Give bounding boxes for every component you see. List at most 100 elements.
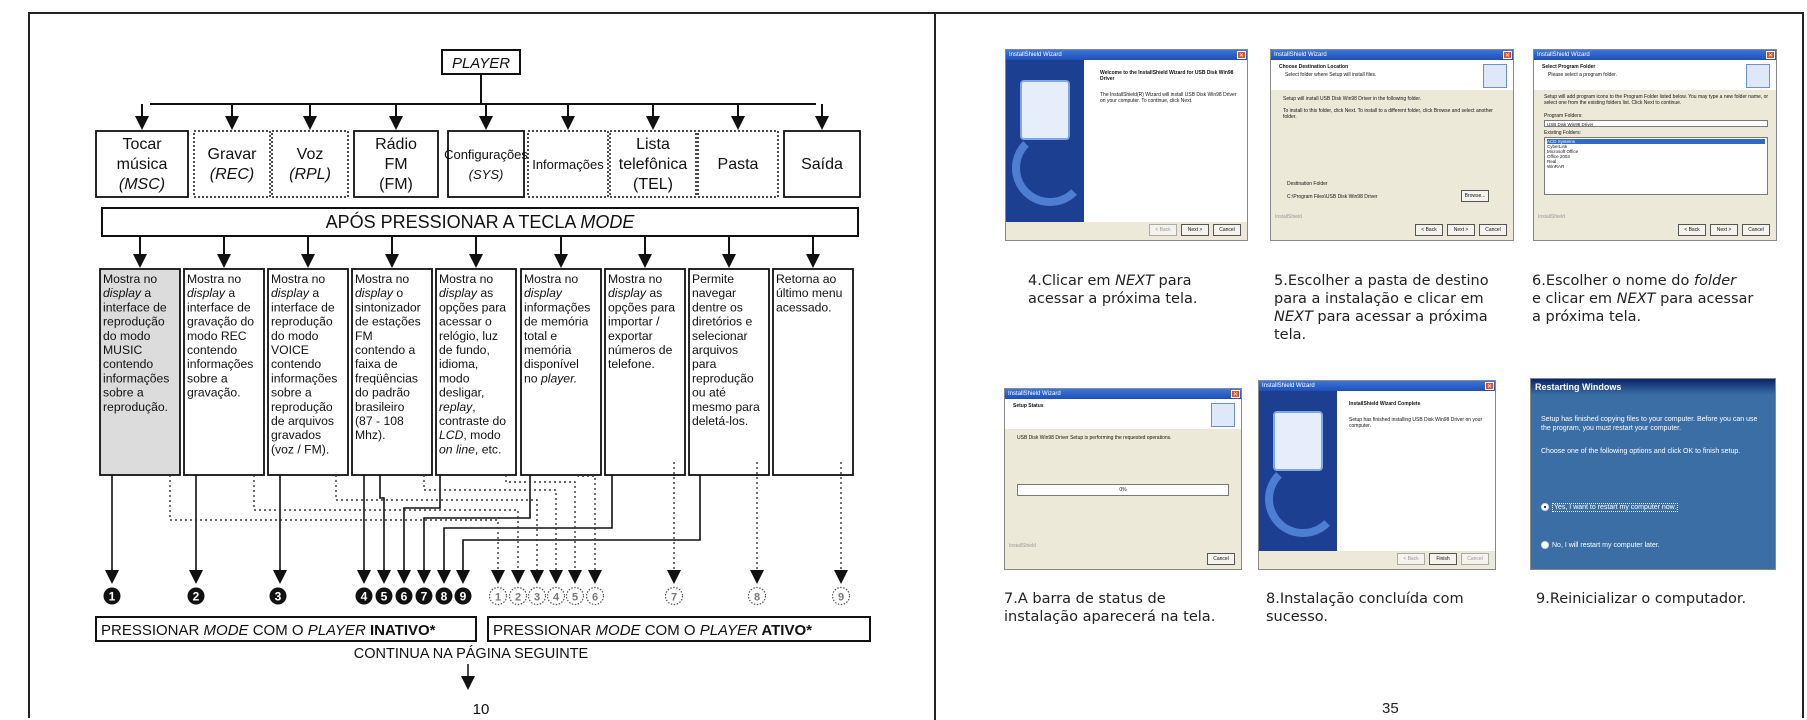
description-line: freqüências	[355, 371, 418, 385]
back-button[interactable]: < Back	[1678, 224, 1706, 236]
finish-button[interactable]: Finish	[1429, 553, 1457, 565]
description-line: de estações	[355, 315, 421, 329]
description-box	[520, 268, 602, 476]
install-progress-bar: 0%	[1017, 484, 1229, 496]
back-button[interactable]: < Back	[1415, 224, 1443, 236]
marker-solid	[415, 587, 433, 605]
description-line: Mhz).	[355, 428, 385, 442]
description-line: display as	[439, 286, 493, 300]
description-text: as	[646, 286, 662, 300]
description-text: modo REC	[187, 329, 247, 343]
marker-dotted	[488, 586, 508, 606]
back-button[interactable]: < Back	[1149, 224, 1177, 236]
description-text: Permite	[692, 272, 734, 286]
back-button[interactable]: < Back	[1397, 553, 1425, 565]
description-line: reprodução	[271, 400, 333, 414]
restart-later-option[interactable]: No, I will restart my computer later.	[1541, 541, 1765, 550]
cancel-button[interactable]: Cancel	[1207, 553, 1235, 565]
caption-text: 9.Reinicializar o computador.	[1536, 591, 1747, 607]
caption-text: 5.Escolher a pasta de destino	[1274, 273, 1489, 289]
description-text: informações	[103, 371, 169, 385]
marker-solid	[375, 587, 393, 605]
description-line: interface de	[271, 300, 335, 314]
banner-prefix: APÓS PRESSIONAR A TECLA	[326, 211, 581, 232]
radio-selected-icon[interactable]	[1541, 503, 1549, 512]
description-line: selecionar	[692, 329, 748, 343]
description-text: Mostra no	[103, 272, 157, 286]
marker-number: 1	[109, 590, 116, 604]
existing-folders-list[interactable]: ACD Systems CyberLink Microsoft Office O…	[1544, 137, 1768, 195]
menu-item-label: telefônica	[619, 156, 688, 173]
description-text: relógio, luz	[439, 329, 498, 343]
list-item[interactable]: CyberLink	[1547, 144, 1568, 149]
description-text: contendo	[103, 357, 153, 371]
browse-button[interactable]: Browse...	[1461, 190, 1489, 202]
marker-number: 3	[534, 592, 540, 604]
list-item[interactable]: Real	[1547, 159, 1557, 164]
description-text: deletá-los.	[692, 414, 748, 428]
player-label: PLAYER	[452, 55, 510, 72]
caption-step-8: 8.Instalação concluída com sucesso.	[1266, 590, 1464, 626]
marker-number: 3	[275, 590, 282, 604]
flow-line	[379, 475, 385, 570]
description-text: dentre os	[692, 300, 743, 314]
marker-number: 4	[361, 590, 368, 604]
flow-line-dotted	[169, 475, 499, 570]
caption-emphasis: NEXT	[1115, 273, 1154, 289]
menu-item-label: (RPL)	[289, 166, 331, 183]
menu-item-box	[353, 130, 439, 198]
list-item[interactable]: Microsoft Office	[1547, 149, 1579, 154]
list-item[interactable]: WinRAR	[1547, 164, 1565, 169]
description-line: relógio, luz	[439, 329, 498, 343]
mode-box-text: INATIVO*	[366, 622, 436, 639]
wizard-body-text: Setup will add program icons to the Prog…	[1544, 94, 1769, 106]
description-text: do modo	[271, 329, 319, 343]
next-button[interactable]: Next >	[1710, 224, 1738, 236]
list-item[interactable]: Office 2003	[1547, 154, 1570, 159]
description-line: Mostra no	[187, 272, 241, 286]
description-text: FM	[355, 329, 373, 343]
marker-number: 6	[592, 592, 598, 604]
marker-solid	[355, 587, 373, 605]
cancel-button[interactable]: Cancel	[1479, 224, 1507, 236]
program-folder-input[interactable]: USB Disk Win98 Driver	[1544, 120, 1768, 127]
screenshot-complete: InstallShield Wizard ✕ InstallShield Wiz…	[1258, 380, 1496, 570]
arrow-down-icon	[568, 570, 582, 584]
caption-emphasis: NEXT	[1274, 309, 1313, 325]
cancel-button[interactable]: Cancel	[1461, 553, 1489, 565]
arrow-down-icon	[815, 116, 829, 130]
wizard-body-text: The InstallShield(R) Wizard will install…	[1100, 92, 1237, 104]
description-text: selecionar	[692, 329, 748, 343]
inactive-mode-box-text: PRESSIONAR MODE COM O PLAYER INATIVO*	[101, 622, 436, 639]
description-text: de arquivos	[271, 414, 334, 428]
description-text: display	[187, 286, 226, 300]
close-icon: ✕	[1231, 390, 1240, 398]
radio-unselected-icon[interactable]	[1541, 541, 1549, 550]
description-text: importar /	[608, 315, 660, 329]
description-line: acessado.	[776, 300, 832, 314]
description-line: Retorna ao	[776, 272, 837, 286]
description-text: brasileiro	[355, 400, 405, 414]
wizard-header: Select Program Folder Please select a pr…	[1534, 60, 1776, 91]
description-line: contraste do	[439, 414, 506, 428]
cancel-button[interactable]: Cancel	[1213, 224, 1241, 236]
window-title: InstallShield Wizard	[1534, 50, 1776, 60]
description-text: reprodução	[271, 400, 333, 414]
wizard-heading: Setup Status	[1013, 403, 1044, 409]
cancel-button[interactable]: Cancel	[1742, 224, 1770, 236]
restart-now-option[interactable]: Yes, I want to restart my computer now.	[1541, 503, 1765, 512]
description-line: reprodução	[271, 315, 333, 329]
next-button[interactable]: Next >	[1447, 224, 1475, 236]
description-line: Mostra no	[608, 272, 662, 286]
arrow-down-icon	[731, 116, 745, 130]
installshield-logo-icon	[1746, 64, 1770, 88]
caption-text: para acessar	[1655, 291, 1754, 307]
menu-item-box	[447, 130, 525, 198]
arrow-down-icon	[389, 116, 403, 130]
menu-item-label: Informações	[532, 157, 604, 172]
next-button[interactable]: Next >	[1181, 224, 1209, 236]
description-line: total e	[524, 329, 557, 343]
description-text: contendo a	[355, 343, 416, 357]
description-text: do padrão	[355, 386, 410, 400]
list-item[interactable]: ACD Systems	[1547, 139, 1765, 144]
